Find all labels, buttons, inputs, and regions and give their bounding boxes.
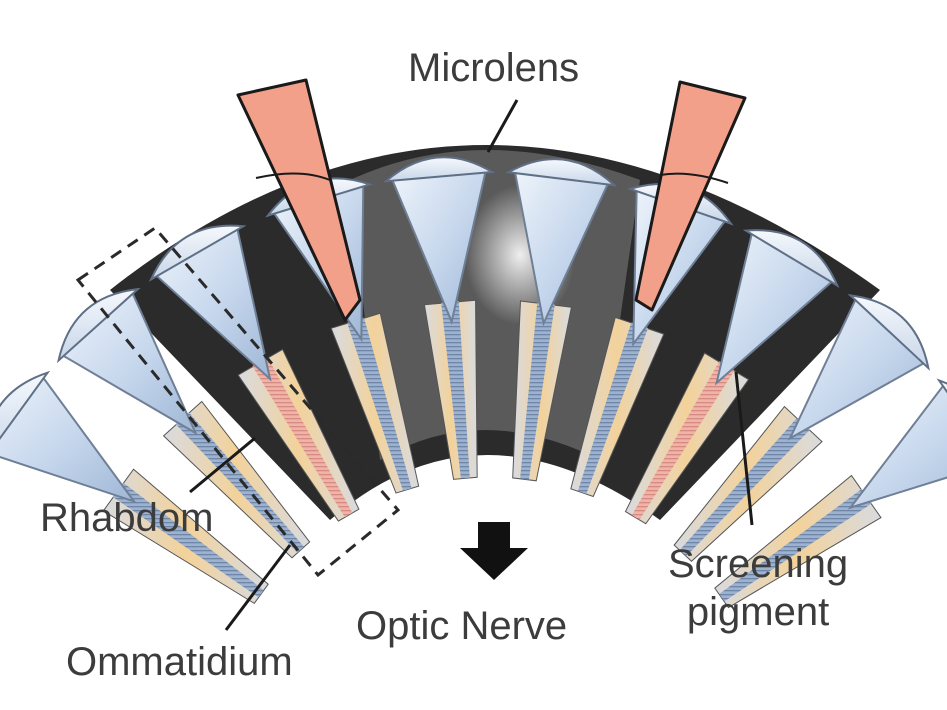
rhabdom <box>252 357 353 518</box>
screening-pigment-line-2: pigment <box>686 590 830 634</box>
microlens <box>148 224 247 282</box>
rhabdom-leader-line <box>189 436 256 494</box>
ommatidium <box>505 158 618 482</box>
rhabdom <box>577 322 649 494</box>
ommatidium-leader-line <box>224 544 292 631</box>
ommatidium <box>624 229 840 525</box>
ommatidium <box>148 224 360 522</box>
rhabdom <box>112 482 264 598</box>
ommatidium-outline <box>75 226 401 578</box>
microlens <box>505 158 618 187</box>
microlens-label: Microlens <box>408 46 580 90</box>
rhabdom <box>719 488 872 602</box>
rhabdom <box>631 361 735 520</box>
rhabdom <box>347 317 412 491</box>
screening-pigment-leader-line <box>734 371 754 526</box>
light-beam-left <box>236 78 362 322</box>
crystalline-cone <box>847 382 947 510</box>
down-arrow-icon <box>460 522 528 580</box>
ommatidium <box>382 156 496 480</box>
screening-pigment-label: Screening pigment <box>668 540 848 636</box>
microlens <box>936 378 947 394</box>
ommatidia-array <box>0 156 947 609</box>
rhabdom <box>441 301 470 479</box>
rhabdom-label: Rhabdom <box>40 496 214 540</box>
microlens <box>0 370 51 440</box>
rhabdom <box>520 302 555 480</box>
ommatidium <box>714 378 947 609</box>
microlens <box>56 287 141 364</box>
ommatidium-label: Ommatidium <box>66 640 293 684</box>
microlens-leader-line <box>486 99 519 153</box>
light-beam-right <box>634 80 747 312</box>
rhabdom <box>679 417 811 557</box>
microlens <box>847 294 930 371</box>
microlens <box>742 229 840 288</box>
optic-nerve-label: Optic Nerve <box>356 604 568 648</box>
screening-pigment-line-1: Screening <box>668 542 849 586</box>
ommatidium <box>0 370 269 605</box>
microlens <box>382 156 496 183</box>
